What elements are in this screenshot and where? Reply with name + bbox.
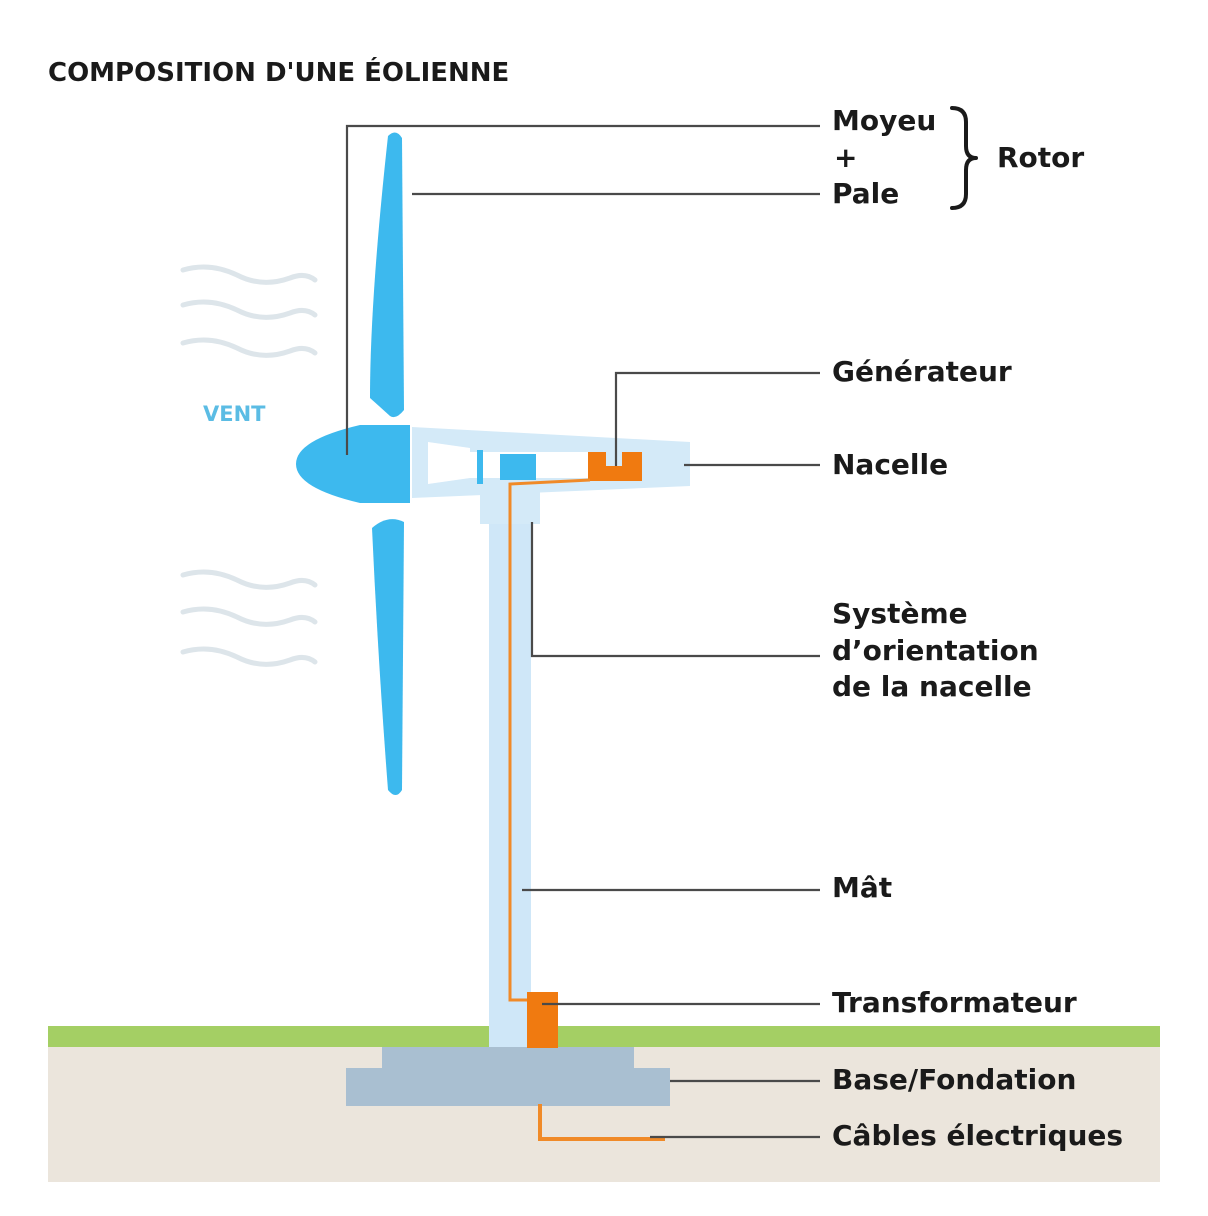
wind-label: VENT [203,402,266,426]
label-moyeu: Moyeu [832,104,937,137]
main-shaft-bearing [477,450,483,484]
label-orientation-line1: Système [832,597,968,630]
label-pale: Pale [832,177,900,210]
electrical-cable-mast [508,478,591,1002]
label-transformateur: Transformateur [832,986,1077,1019]
gearbox [500,454,536,480]
hub-nose-cone [296,425,410,503]
electrical-cable-underground [538,1104,665,1141]
label-plus: + [834,141,858,174]
leader-line-orientation [530,522,820,658]
blade-bottom [372,519,404,795]
rotor-brace [950,106,978,210]
label-generateur: Générateur [832,355,1012,388]
blade-top [370,132,404,418]
foundation-upper [382,1047,634,1069]
label-nacelle: Nacelle [832,448,949,481]
nacelle-inner-cavity [428,442,470,484]
label-base-fondation: Base/Fondation [832,1063,1077,1096]
label-orientation-line3: de la nacelle [832,670,1032,703]
diagram-title: COMPOSITION D'UNE ÉOLIENNE [48,58,510,88]
wind-lines-upper [180,264,318,358]
foundation-lower [346,1068,670,1106]
label-mat: Mât [832,871,893,904]
transformer [527,992,558,1048]
label-rotor: Rotor [997,141,1085,174]
label-cables-electriques: Câbles électriques [832,1119,1124,1152]
wind-lines-lower [180,569,318,667]
leader-line-generateur [614,371,820,466]
label-orientation-line2: d’orientation [832,634,1039,667]
generator [588,452,642,481]
ground-grass-strip [48,1026,1160,1047]
leader-line-moyeu [345,124,820,455]
